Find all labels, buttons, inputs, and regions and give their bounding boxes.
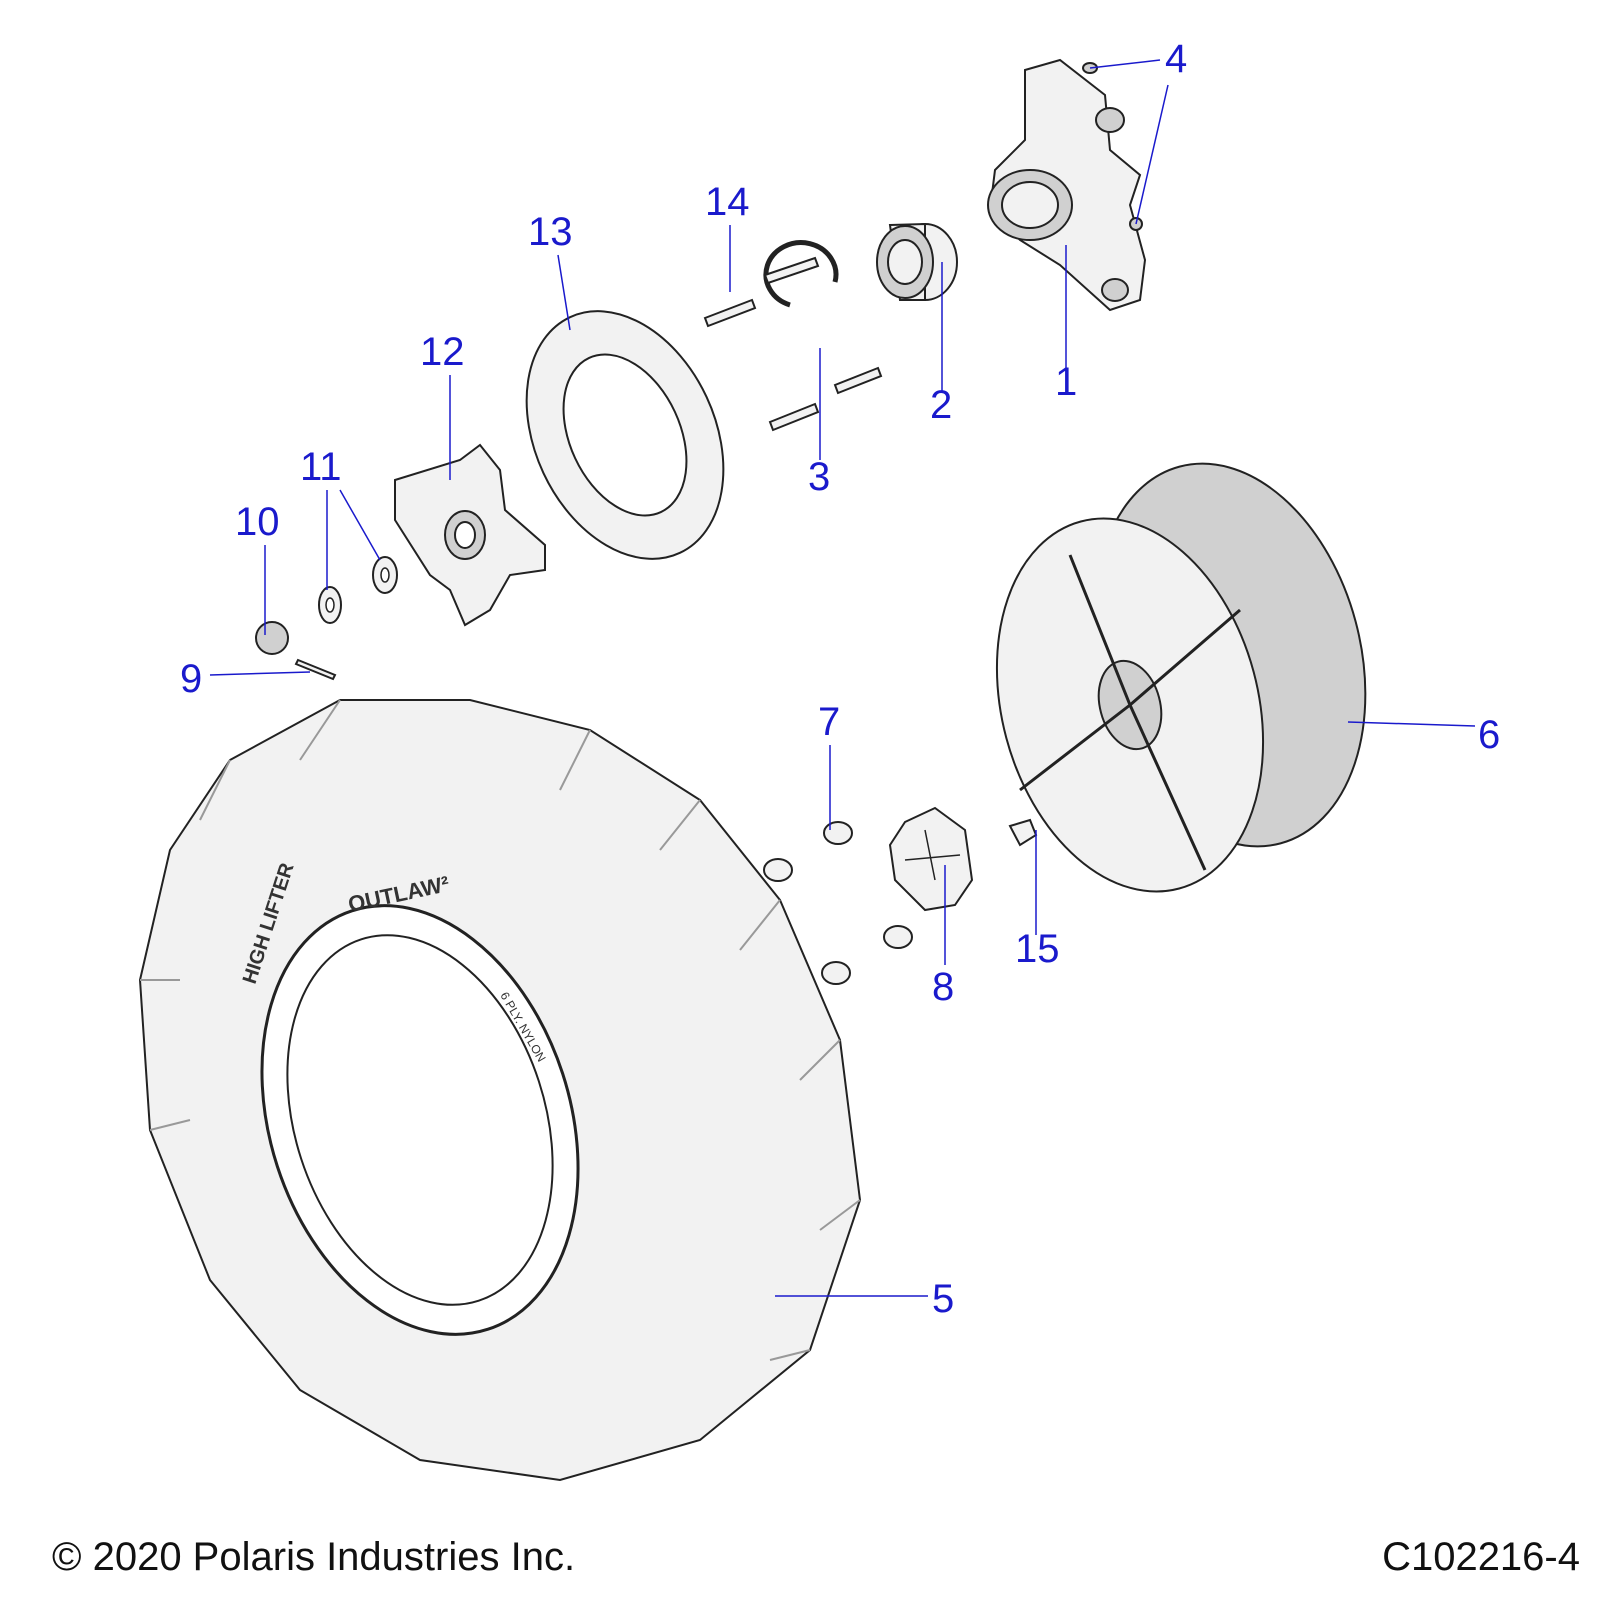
callout-8: 8: [932, 965, 954, 1009]
hub-part: [394, 443, 546, 627]
valve-stem-part: [1008, 818, 1038, 847]
callout-12: 12: [420, 330, 465, 374]
bolts-part: [703, 256, 883, 432]
lug-nuts-part: [763, 821, 913, 985]
castle-nut-part: [255, 621, 289, 655]
leader-lines: [209, 59, 1476, 1297]
washers-part: [318, 556, 398, 624]
knuckle-part: [987, 58, 1147, 312]
callout-4: 4: [1165, 37, 1187, 81]
callout-13: 13: [528, 210, 573, 254]
callout-14: 14: [705, 180, 750, 224]
copyright-text: © 2020 Polaris Industries Inc.: [52, 1535, 576, 1579]
callout-10: 10: [235, 500, 280, 544]
callout-11: 11: [300, 445, 342, 489]
center-cap-part: [888, 806, 974, 912]
callout-7: 7: [818, 700, 840, 744]
cotter-pin-part: [294, 658, 337, 681]
bearing-part: [876, 222, 958, 301]
brake-rotor-part: [525, 310, 725, 560]
retaining-ring-part: [763, 240, 839, 308]
callout-15: 15: [1015, 927, 1060, 971]
callout-1: 1: [1055, 360, 1077, 404]
figure-id-text: C102216-4: [1382, 1535, 1580, 1579]
callout-2: 2: [930, 383, 952, 427]
wheel-rim-part: [995, 462, 1367, 893]
callout-9: 9: [180, 657, 202, 701]
callout-3: 3: [808, 455, 830, 499]
callout-6: 6: [1478, 713, 1500, 757]
callout-labels: 1 2 3 4 5 6 7 8 9 10 11 12 13 14 15: [180, 37, 1500, 1321]
tire-part: [138, 699, 862, 1482]
callout-5: 5: [932, 1277, 954, 1321]
